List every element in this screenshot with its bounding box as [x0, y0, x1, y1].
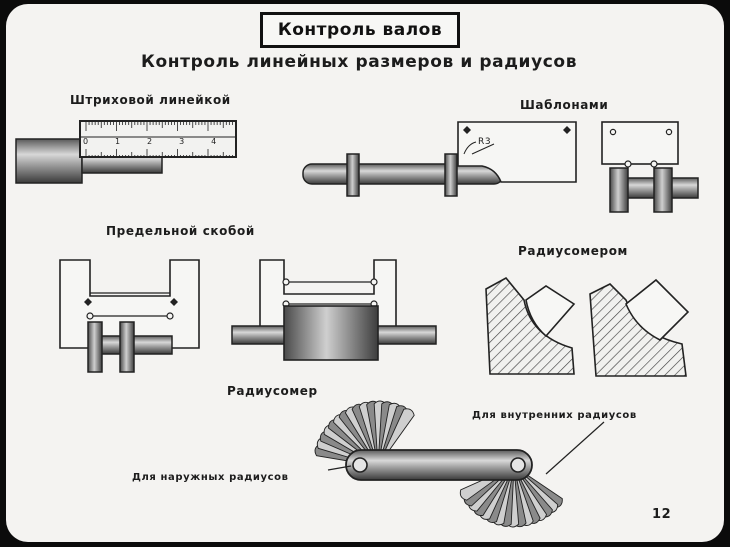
gauge-method-label: Предельной скобой [106, 224, 255, 238]
pivot-screw-right [510, 457, 526, 473]
template-radius-label: R3 [478, 137, 492, 147]
radius-meter-method-label: Радиусомером [518, 244, 628, 258]
template-leader-line [471, 143, 495, 155]
inner-leader-line [545, 421, 605, 475]
ruler-method-label: Штриховой линейкой [70, 93, 231, 107]
ruler-scale-number: 0 [83, 137, 88, 146]
outer-leader-line [327, 465, 352, 471]
limit-gauge-figure-2 [231, 259, 437, 361]
ruler-scale-number: 2 [147, 137, 152, 146]
radius-meter-figure [485, 276, 690, 377]
radius-gauge-title: Радиусомер [227, 384, 318, 398]
ruler-scale [79, 120, 237, 158]
template-side-figure [601, 121, 699, 213]
limit-gauge-figure-1 [59, 259, 200, 373]
title-box: Контроль валов [260, 12, 460, 48]
radius-gauge-tool [314, 143, 605, 528]
pivot-screw-left [352, 457, 368, 473]
inner-radius-label: Для внутренних радиусов [472, 410, 637, 421]
ruler-scale-number: 1 [115, 137, 120, 146]
ruler-scale-number: 3 [179, 137, 184, 146]
radius-template [457, 121, 577, 183]
radius-gauge-handle [345, 449, 533, 481]
slide-subtitle: Контроль линейных размеров и радиусов [141, 52, 578, 72]
ruler-scale-number: 4 [211, 137, 216, 146]
page-number: 12 [652, 507, 672, 522]
slide-title: Контроль валов [277, 20, 443, 40]
template-shaft-figure [302, 121, 577, 197]
ruler-figure: 0 1 2 3 4 [15, 120, 237, 184]
outer-radius-label: Для наружных радиусов [132, 472, 289, 483]
templates-method-label: Шаблонами [520, 98, 609, 112]
